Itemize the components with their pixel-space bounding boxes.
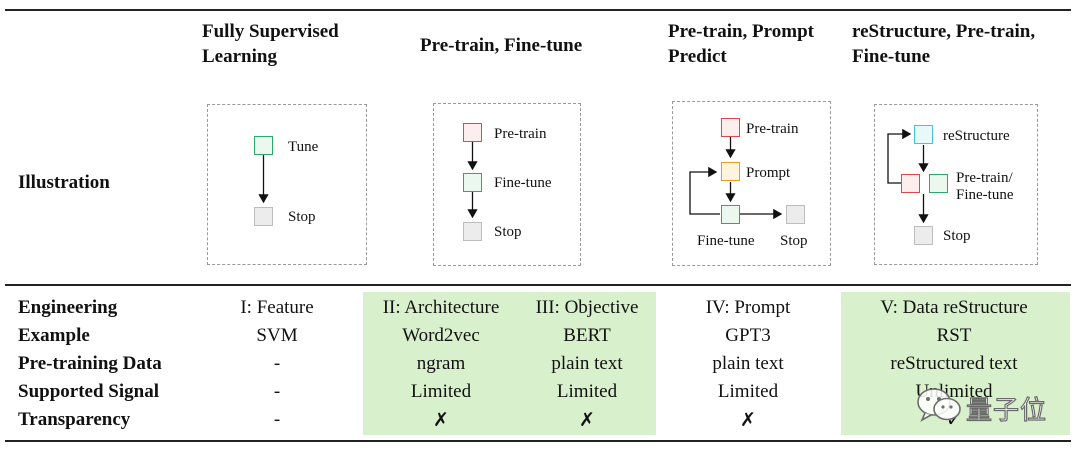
col2a-engineering: II: Architecture [382,297,500,318]
restructure-box [914,125,933,144]
finetune-label-3: Fine-tune [697,233,755,249]
stop-box-4 [914,226,933,245]
illustration-label: Illustration [18,172,110,193]
col2a-data: ngram [416,353,466,374]
col3-engineering: IV: Prompt [705,297,791,318]
pretrain-box-3 [721,118,740,137]
col3-transparency: ✗ [740,409,756,431]
row-label-engineering: Engineering [18,297,118,318]
diagram-frame-restructure [874,104,1038,265]
col2b-signal: Limited [556,381,618,402]
row-label-supported-signal: Supported Signal [18,381,159,402]
col2b-example: BERT [563,325,611,346]
header-pretrain-prompt: Pre-train, Prompt Predict [668,21,814,67]
col3-example: GPT3 [725,325,771,346]
col3-data: plain text [712,353,784,374]
col4-example: RST [936,325,972,346]
col1-engineering: I: Feature [240,297,314,318]
mid-rule [5,284,1071,286]
diagram-frame-pretrain-prompt [672,101,831,266]
stop-label-2: Stop [494,224,522,240]
col2b-transparency: ✗ [579,409,595,431]
tune-label: Tune [288,139,319,155]
diagram-frame-fully-supervised [207,104,367,265]
stop-label-3: Stop [780,233,808,249]
diagram-frame-pretrain-finetune [433,103,581,266]
col1-example: SVM [256,325,298,346]
col1-data: - [273,353,281,374]
tune-box [254,136,273,155]
finetune-box-3 [721,205,740,224]
row-label-example: Example [18,325,90,346]
prompt-box [721,162,740,181]
top-rule [5,9,1071,11]
col2a-transparency: ✗ [433,409,449,431]
col2a-signal: Limited [410,381,472,402]
stop-label-1: Stop [288,209,316,225]
row-label-pretraining-data: Pre-training Data [18,353,162,374]
finetune-label: Fine-tune [494,175,552,191]
header-fully-supervised: Fully Supervised Learning [202,21,339,67]
stop-label-4: Stop [943,228,971,244]
col2a-example: Word2vec [402,325,480,346]
pretrain-box-4 [901,174,920,193]
col3-signal: Limited [717,381,779,402]
finetune-box-4 [929,174,948,193]
pretrain-box [463,123,482,142]
prompt-label: Prompt [746,165,791,181]
highlight-pretrain-finetune [363,292,656,435]
col1-signal: - [273,381,281,402]
header-pretrain-finetune: Pre-train, Fine-tune [420,35,583,56]
stop-box-1 [254,207,273,226]
finetune-box [463,173,482,192]
col4-engineering: V: Data reStructure [880,297,1028,318]
restructure-label: reStructure [943,128,1010,144]
stop-box-3 [786,205,805,224]
row-label-transparency: Transparency [18,409,131,430]
col4-data: reStructured text [890,353,1018,374]
pretrain-finetune-label-line1: Pre-train/ [956,170,1013,186]
pretrain-label: Pre-train [494,126,547,142]
stop-box-2 [463,222,482,241]
bottom-rule [5,440,1071,442]
pretrain-label-3: Pre-train [746,121,799,137]
header-restructure: reStructure, Pre-train, Fine-tune [852,21,1036,67]
col2b-data: plain text [551,353,623,374]
watermark-text: 量子位 [965,395,1048,426]
col2b-engineering: III: Objective [535,297,639,318]
col1-transparency: - [273,409,281,430]
pretrain-finetune-label-line2: Fine-tune [956,187,1014,203]
wechat-logo-icon [917,388,961,422]
